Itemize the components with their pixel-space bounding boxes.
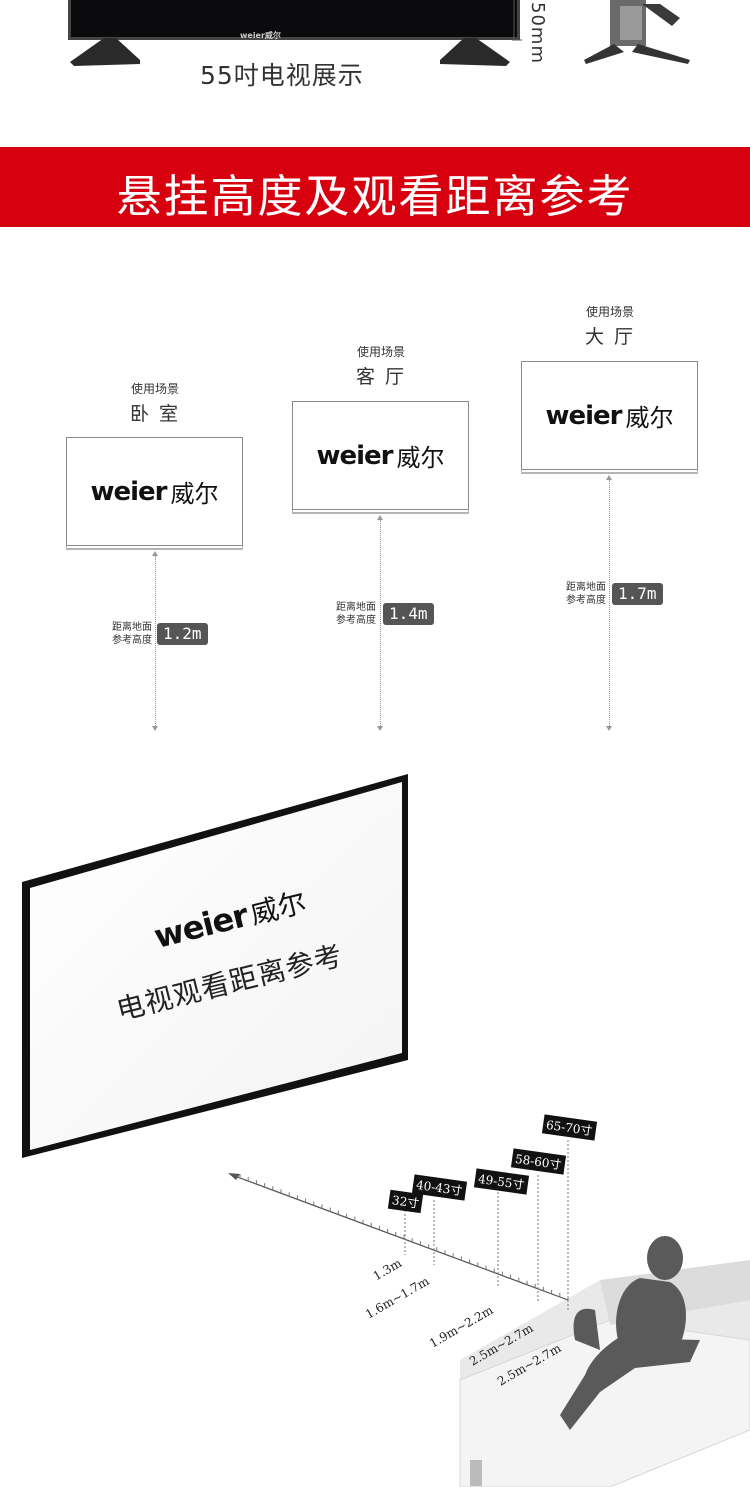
height-line-living — [380, 520, 381, 726]
arrow-up-icon — [377, 515, 383, 520]
scene-label-living: 使用场景 — [356, 345, 405, 359]
scene-room-living: 客 厅 — [355, 366, 407, 388]
arrow-down-icon — [606, 726, 612, 731]
height-line-bedroom — [155, 556, 156, 726]
tv-caption: 55吋电视展示 — [200, 61, 364, 90]
height-line-hall — [609, 480, 610, 726]
distance-scene — [228, 1140, 750, 1487]
logo-weier: weier — [545, 400, 622, 431]
section-banner — [0, 147, 750, 227]
height-label-hall: 距离地面参考高度 — [566, 582, 606, 606]
logo-weier: weier — [90, 476, 167, 507]
tv-side-view-icon — [584, 0, 690, 64]
height-badge-hall: 1.7m — [612, 583, 663, 605]
banner-title: 悬挂高度及观看距离参考 — [116, 170, 634, 223]
logo-cn: 威尔 — [396, 444, 445, 472]
scene-label-hall: 使用场景 — [585, 305, 634, 319]
scene-room-bedroom: 卧 室 — [129, 403, 181, 425]
tv-leg-right — [440, 38, 510, 66]
top-tv-screen — [68, 0, 520, 40]
dimension-line — [512, 0, 522, 41]
arrow-up-icon — [152, 551, 158, 556]
person-icon — [560, 1236, 700, 1430]
height-badge-living: 1.4m — [383, 603, 434, 625]
top-tv-brand: weier威尔 — [240, 31, 281, 40]
logo-cn: 威尔 — [170, 480, 219, 508]
logo-weier: weier — [316, 440, 393, 471]
arrow-down-icon — [377, 726, 383, 731]
arrow-down-icon — [152, 726, 158, 731]
height-label-bedroom: 距离地面参考高度 — [112, 622, 152, 646]
perspective-tv — [22, 774, 408, 1158]
height-badge-bedroom: 1.2m — [157, 623, 208, 645]
logo-cn: 威尔 — [625, 404, 674, 432]
tv-leg-left — [70, 38, 140, 66]
height-label-living: 距离地面参考高度 — [336, 602, 376, 626]
dimension-label: 50mm — [527, 2, 548, 64]
arrow-up-icon — [606, 475, 612, 480]
scene-room-hall: 大 厅 — [584, 326, 636, 348]
scene-label-bedroom: 使用场景 — [130, 382, 179, 396]
